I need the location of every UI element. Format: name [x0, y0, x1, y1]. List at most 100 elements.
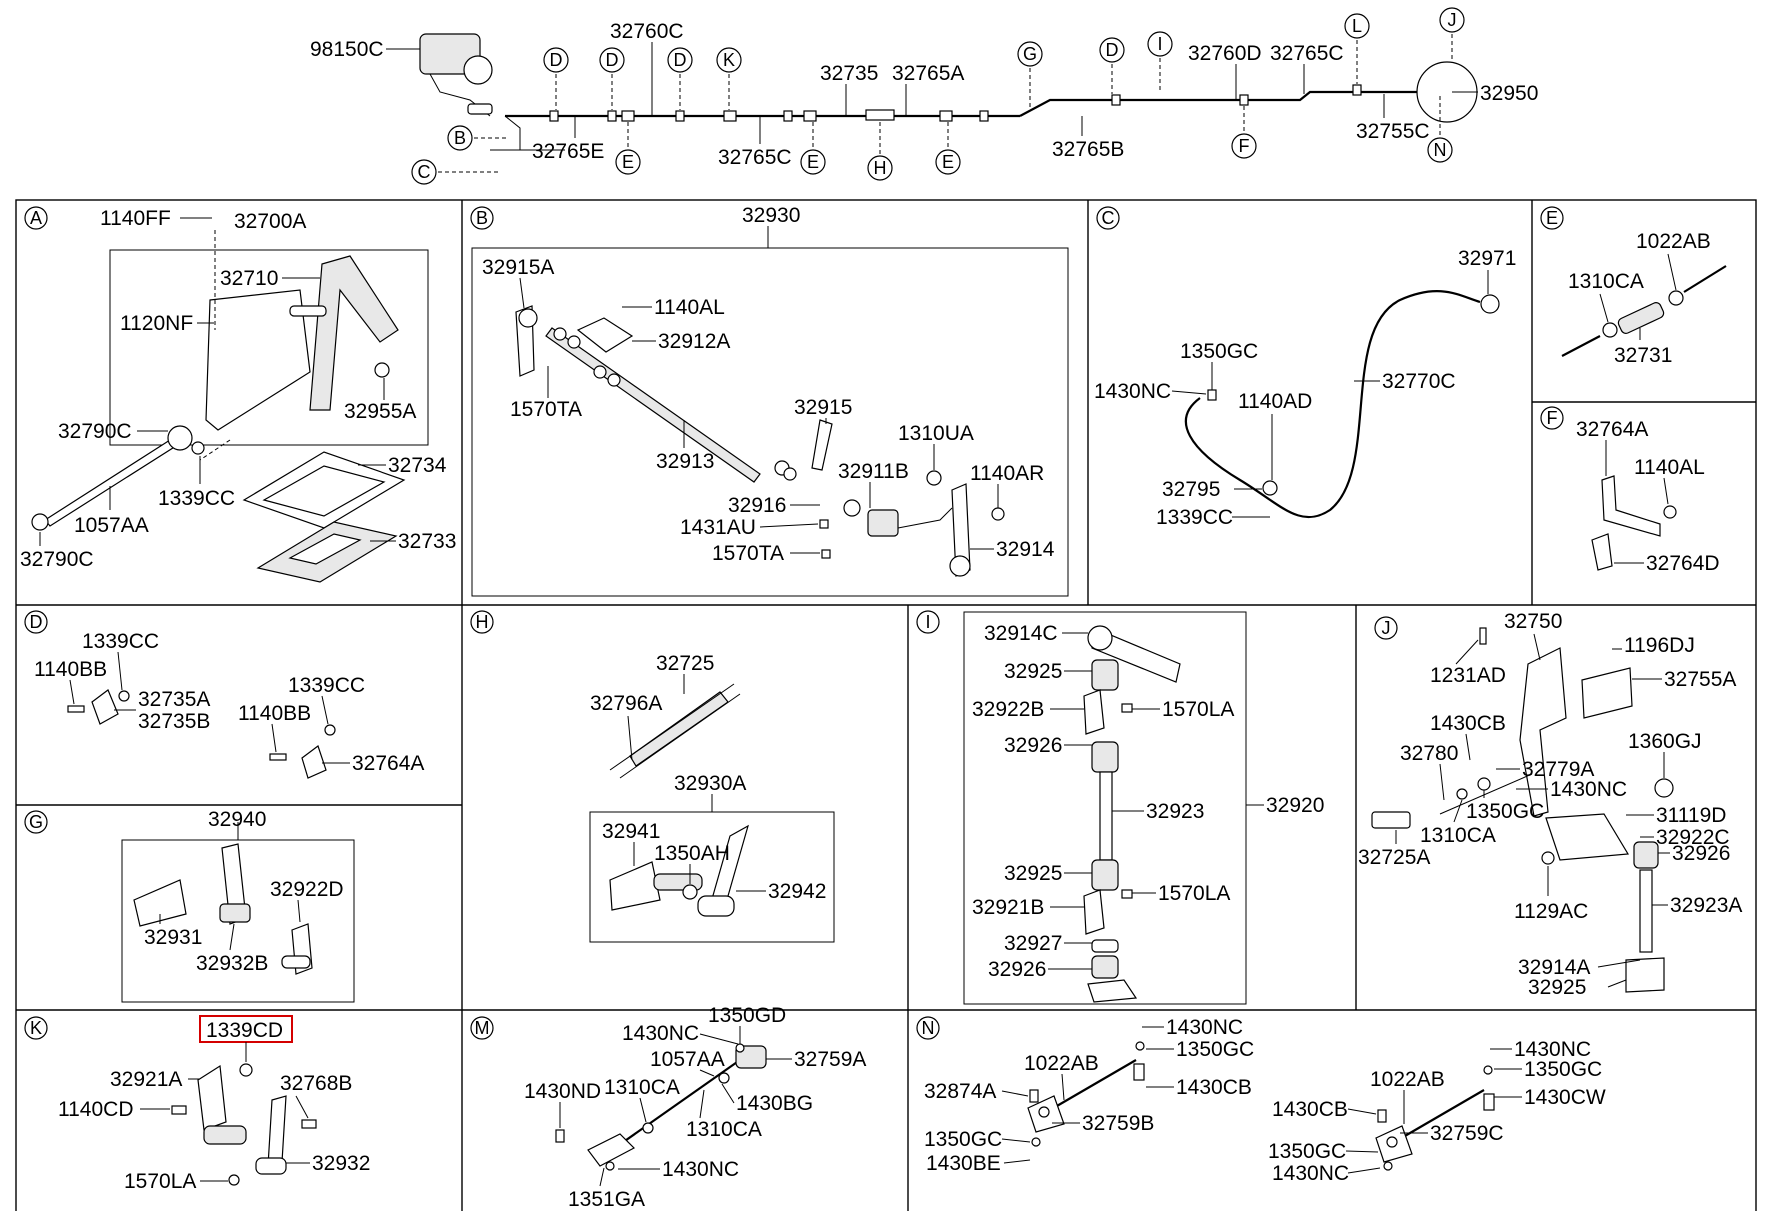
part-number-label: 1140FF: [100, 207, 171, 230]
part-number-label: 32927: [1004, 932, 1062, 955]
part-number-label: 32735A: [138, 688, 210, 711]
part-number-label: 32795: [1162, 478, 1220, 501]
callout-letter: I: [1157, 34, 1162, 54]
top-callouts: D D D K G D I L J B C E E H E F N: [411, 7, 1465, 185]
part-number-label: 1310CA: [604, 1076, 680, 1099]
part-number-label: 1310CA: [1568, 270, 1644, 293]
callout-letter: L: [1352, 16, 1362, 36]
part-number-label: 1129AC: [1514, 900, 1588, 923]
part-number-label: 1140AL: [654, 296, 725, 319]
part-number-label: 32779A: [1522, 758, 1594, 781]
callout-letter: C: [418, 162, 431, 182]
part-number-label: 1430ND: [524, 1080, 601, 1103]
part-number-label: 32733: [398, 530, 456, 553]
top-overview: D D D K G D I L J B C E E H E F N 98150C…: [310, 7, 1538, 185]
part-number-label: 32759A: [794, 1048, 866, 1071]
part-number-label: 32790C: [58, 420, 132, 443]
part-number-label: 1339CC: [158, 487, 235, 510]
part-number-label: 1196DJ: [1624, 634, 1695, 657]
part-number-label: 1570LA: [1158, 882, 1230, 905]
section-m: M 1350GD 1430NC 1057AA 32759A 1430ND 131…: [470, 1004, 866, 1211]
part-number-label: 32764D: [1646, 552, 1720, 575]
part-number-label: 1350GC: [1524, 1058, 1602, 1081]
part-number-label: 32940: [208, 808, 266, 831]
part-number-label: 1430NC: [1550, 778, 1627, 801]
part-number-label: 32731: [1614, 344, 1672, 367]
part-number-label: 98150C: [310, 38, 384, 61]
section-f: F 32764A 1140AL 32764D: [1540, 406, 1720, 575]
part-number-label: 32735B: [138, 710, 210, 733]
part-number-label: 32922C: [1656, 826, 1730, 849]
part-number-label: 31119D: [1656, 804, 1726, 827]
part-number-label: 1430CW: [1524, 1086, 1606, 1109]
motor-assembly-98150c: [419, 33, 493, 117]
part-number-label: 32955A: [344, 400, 416, 423]
panel-grid: [15, 199, 1757, 1211]
part-number-label: 1430NC: [1272, 1162, 1349, 1185]
section-e: E 1022AB 1310CA 32731: [1540, 206, 1727, 367]
callout-letter: D: [1106, 40, 1119, 60]
part-number-label: 32925: [1004, 660, 1062, 683]
part-number-label: 32710: [220, 267, 278, 290]
part-number-label: 1140CD: [58, 1098, 134, 1121]
part-number-label: 1430CB: [1430, 712, 1506, 735]
part-number-label: 1350GC: [924, 1128, 1002, 1151]
callout-letter: C: [1102, 208, 1115, 228]
callout-letter: K: [30, 1018, 42, 1038]
part-number-label: 32759C: [1430, 1122, 1504, 1145]
part-number-label: 1120NF: [120, 312, 193, 335]
callout-letter: E: [807, 152, 819, 172]
part-number-label: 1022AB: [1370, 1068, 1445, 1091]
part-number-label: 32750: [1504, 610, 1562, 633]
part-number-label: 1350GC: [1176, 1038, 1254, 1061]
part-number-label: 32921A: [110, 1068, 182, 1091]
section-g: G 32940 32922D 32931 32932B: [24, 808, 355, 1003]
part-number-label: 32915: [794, 396, 852, 419]
part-number-label: 1022AB: [1636, 230, 1711, 253]
callout-letter: H: [874, 158, 887, 178]
part-number-label: 32760D: [1188, 42, 1262, 65]
part-number-label: 1430BE: [926, 1152, 1001, 1175]
part-number-label: 1310CA: [686, 1118, 762, 1141]
callout-letter: E: [1546, 208, 1558, 228]
part-number-label: 32725A: [1358, 846, 1430, 869]
callout-letter: B: [476, 208, 488, 228]
part-number-label: 32765C: [1270, 42, 1344, 65]
callout-letter: K: [723, 50, 735, 70]
part-number-label: 32700A: [234, 210, 306, 233]
part-number-label: 1430NC: [1514, 1038, 1591, 1061]
part-number-label: 1430NC: [1166, 1016, 1243, 1039]
callout-letter: E: [622, 152, 634, 172]
part-number-label: 32923A: [1670, 894, 1742, 917]
part-number-label: 32921B: [972, 896, 1044, 919]
part-number-label: 32916: [728, 494, 786, 517]
part-number-label: 1339CC: [1156, 506, 1233, 529]
part-number-label: 32725: [656, 652, 714, 675]
callout-letter: F: [1239, 136, 1250, 156]
part-number-label: 32735: [820, 62, 878, 85]
part-number-label: 32755A: [1664, 668, 1736, 691]
part-number-label: 32926: [988, 958, 1046, 981]
part-number-label: 1351GA: [568, 1188, 645, 1211]
part-number-label: 1350GC: [1180, 340, 1258, 363]
part-number-label: 32734: [388, 454, 447, 477]
part-number-label: 32942: [768, 880, 826, 903]
callout-letter: E: [942, 152, 954, 172]
part-number-label: 1339CC: [288, 674, 365, 697]
section-d: D 1339CC 1140BB 32735A 32735B 1339CC 114…: [24, 610, 424, 779]
callout-letter: N: [922, 1018, 935, 1038]
part-number-label: 1310CA: [1420, 824, 1496, 847]
callout-letter: F: [1547, 408, 1558, 428]
part-number-label: 32874A: [924, 1080, 996, 1103]
part-number-label: 32922B: [972, 698, 1044, 721]
callout-letter: H: [476, 612, 489, 632]
part-number-label: 1310UA: [898, 422, 974, 445]
part-number-label: 1339CC: [82, 630, 159, 653]
part-number-label: 32765C: [718, 146, 792, 169]
part-number-label: 32765A: [892, 62, 964, 85]
part-number-label: 32768B: [280, 1072, 352, 1095]
part-number-label: 32926: [1672, 842, 1730, 865]
part-number-label: 32914C: [984, 622, 1058, 645]
part-number-label: 32765B: [1052, 138, 1124, 161]
part-number-label: 32764A: [1576, 418, 1648, 441]
